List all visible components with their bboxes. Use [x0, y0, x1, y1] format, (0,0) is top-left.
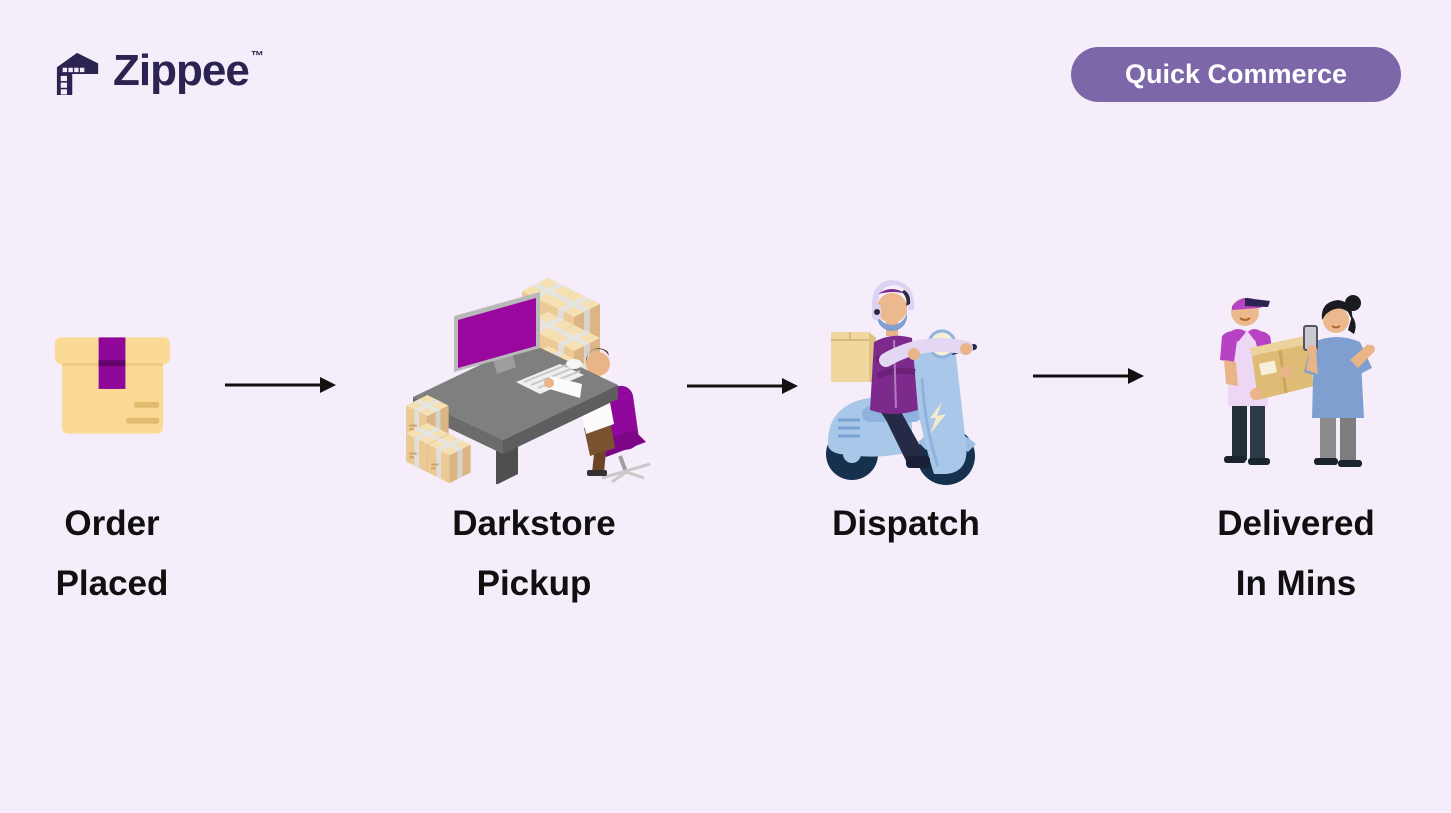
step-label-dispatch: Dispatch: [776, 494, 1036, 554]
package-box-illustration: [54, 337, 171, 434]
quick-commerce-badge: Quick Commerce: [1071, 47, 1401, 102]
label-line: Pickup: [476, 564, 592, 603]
badge-label: Quick Commerce: [1124, 59, 1348, 89]
step-label-delivered: Delivered In Mins: [1166, 494, 1426, 614]
brand-name-text: Zippee: [113, 46, 250, 95]
package-icon: [1250, 336, 1314, 400]
darkstore-illustration: [406, 278, 651, 484]
worker-arm: [544, 376, 582, 398]
arrow-right-icon: [225, 377, 336, 393]
helmet-icon: [871, 280, 915, 310]
delivery-handoff-illustration: [1220, 295, 1375, 467]
arrow-right-icon: [687, 378, 798, 394]
rider-icon: [870, 280, 973, 468]
trademark-symbol: ™: [250, 48, 264, 63]
lightning-bolt-icon: [930, 402, 946, 434]
step-label-order-placed: Order Placed: [0, 494, 242, 614]
customer-icon: [1303, 295, 1375, 467]
delivery-box-icon: [831, 332, 876, 382]
label-line: Delivered: [1217, 504, 1375, 543]
scooter-rider-illustration: [826, 280, 977, 485]
computer-monitor-icon: [454, 292, 540, 374]
label-line: Dispatch: [832, 504, 980, 543]
hair-icon: [1321, 300, 1353, 320]
label-line: Order: [64, 504, 160, 543]
arrow-right-icon: [1033, 368, 1144, 384]
step-label-darkstore-pickup: Darkstore Pickup: [404, 494, 664, 614]
mouse-icon: [566, 359, 582, 369]
label-line: In Mins: [1235, 564, 1357, 603]
label-line: Darkstore: [452, 504, 616, 543]
warehouse-logo-icon: [56, 52, 99, 96]
label-line: Placed: [55, 564, 169, 603]
